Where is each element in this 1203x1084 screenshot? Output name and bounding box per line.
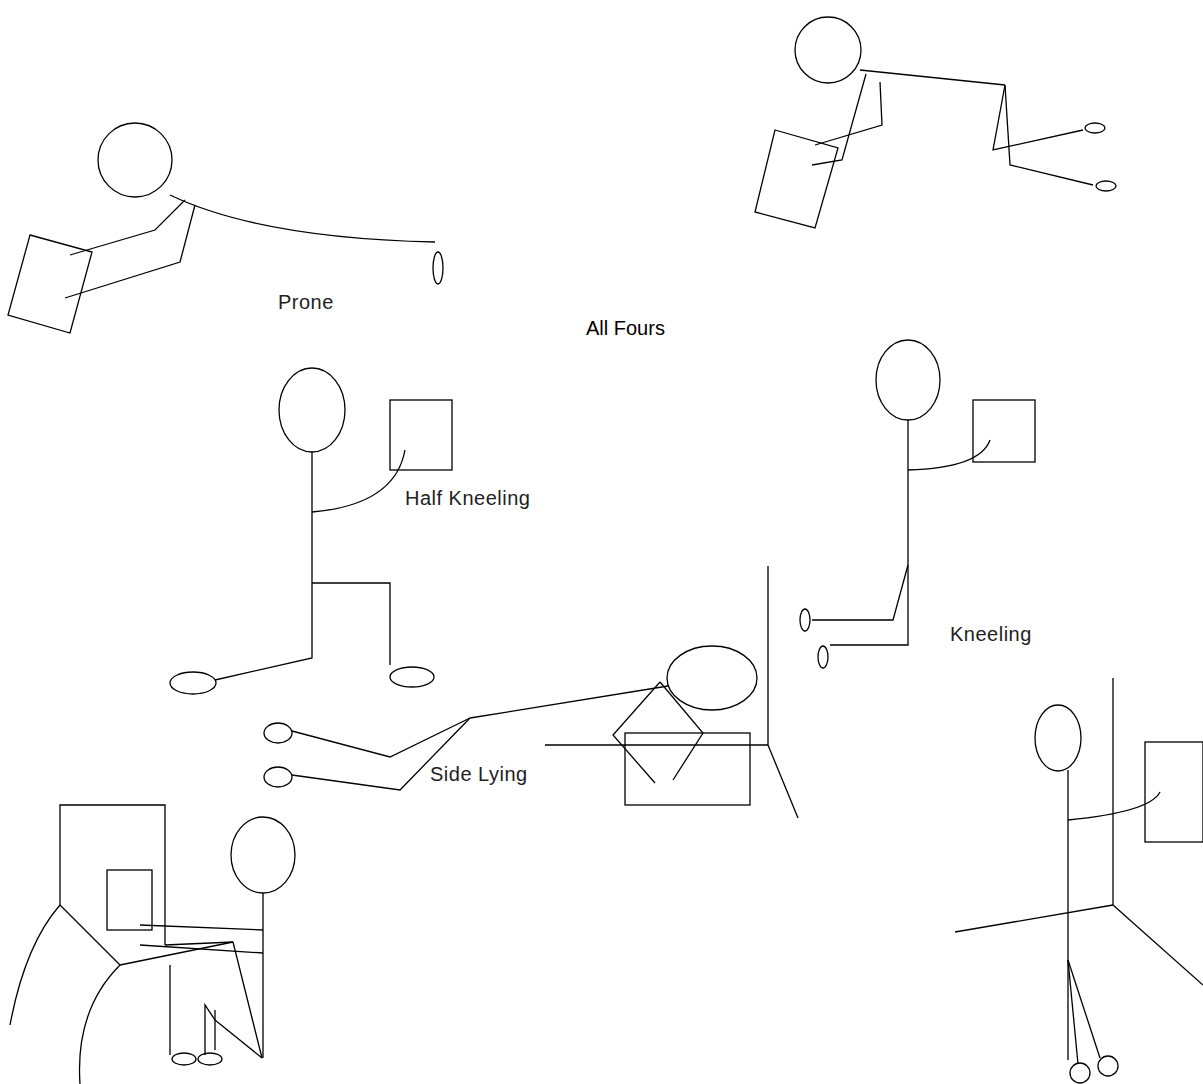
kneeling-figure — [800, 340, 1035, 668]
posture-label: Side Lying — [430, 762, 528, 786]
all-fours-figure — [755, 17, 1116, 228]
posture-label: All Fours — [586, 316, 665, 340]
half-kneeling-figure — [170, 368, 452, 694]
posture-label: Prone — [278, 290, 334, 314]
prone-figure — [8, 123, 443, 333]
posture-label: Kneeling — [950, 622, 1032, 646]
sitting-figure — [10, 805, 295, 1084]
posture-label: Half Kneeling — [405, 486, 530, 510]
side-lying-figure — [264, 566, 798, 818]
standing-figure — [955, 678, 1203, 1083]
